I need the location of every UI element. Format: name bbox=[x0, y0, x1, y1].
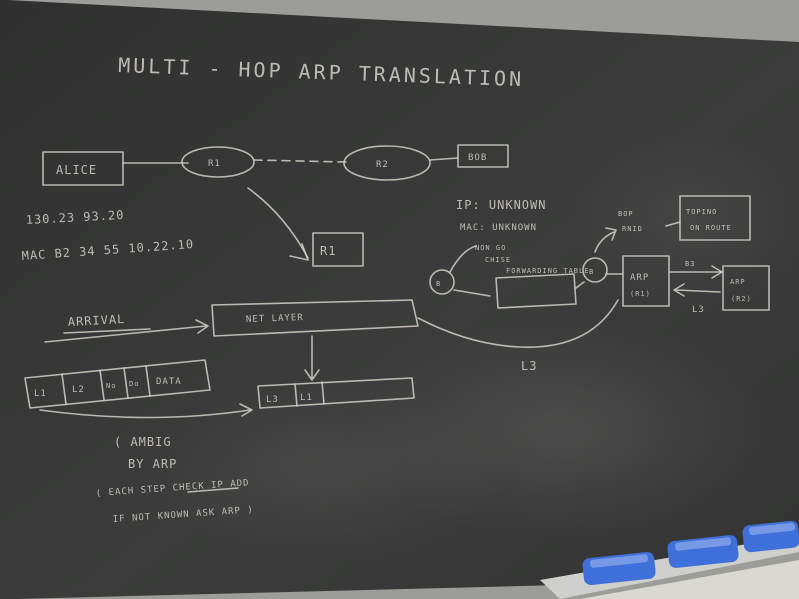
svg-text:NET LAYER: NET LAYER bbox=[246, 313, 304, 325]
alice-ip: 130.23 93.20 bbox=[25, 208, 124, 227]
r1-box: R1 bbox=[312, 232, 364, 267]
svg-text:R1: R1 bbox=[320, 244, 336, 258]
svg-text:L1: L1 bbox=[300, 393, 313, 403]
svg-text:L1: L1 bbox=[34, 389, 47, 399]
svg-text:TOPINO: TOPINO bbox=[686, 208, 717, 216]
svg-text:L2: L2 bbox=[72, 385, 85, 395]
arrival-label: ARRIVAL bbox=[67, 312, 125, 329]
svg-text:ARP: ARP bbox=[730, 278, 746, 286]
mac-unknown: MAC: UNKNOWN bbox=[460, 223, 537, 233]
svg-text:B: B bbox=[436, 280, 441, 288]
l3-curve-label: L3 bbox=[521, 359, 537, 373]
svg-text:(R1): (R1) bbox=[630, 290, 651, 298]
net-layer-box: NET LAYER bbox=[211, 299, 419, 337]
svg-text:ARP: ARP bbox=[630, 273, 649, 283]
svg-text:L3: L3 bbox=[266, 395, 279, 405]
topino-box: TOPINO ON ROUTE bbox=[679, 195, 751, 241]
svg-text:B: B bbox=[589, 268, 594, 276]
buffer-b-left: B bbox=[429, 269, 455, 295]
node-alice: ALICE bbox=[42, 151, 124, 186]
arp-r2-box: ARP (R2) bbox=[722, 265, 770, 311]
ip-unknown: IP: UNKNOWN bbox=[456, 198, 546, 212]
l3-right-label: L3 bbox=[692, 305, 705, 315]
arp-r1-box: ARP (R1) bbox=[622, 255, 670, 307]
svg-text:(R2): (R2) bbox=[731, 295, 752, 303]
svg-text:ALICE: ALICE bbox=[56, 163, 97, 177]
svg-text:DATA: DATA bbox=[156, 377, 182, 387]
non-go-label: NON GO bbox=[475, 244, 506, 252]
svg-text:BOB: BOB bbox=[468, 153, 487, 163]
svg-text:( AMBIG: ( AMBIG bbox=[114, 435, 172, 449]
svg-text:FORWARDING TABLE: FORWARDING TABLE bbox=[506, 267, 589, 275]
buffer-b-right: B bbox=[582, 257, 608, 283]
svg-text:R2: R2 bbox=[376, 160, 389, 170]
node-r2: R2 bbox=[343, 145, 431, 181]
rnid-label: RNID bbox=[622, 225, 643, 233]
node-r1: R1 bbox=[181, 146, 255, 178]
frame-packet: L1 L2 No Do DATA bbox=[24, 359, 211, 409]
svg-text:R1: R1 bbox=[208, 159, 221, 169]
eraser-icon[interactable] bbox=[742, 520, 799, 553]
svg-text:ON ROUTE: ON ROUTE bbox=[690, 224, 732, 232]
svg-text:Do: Do bbox=[129, 380, 139, 388]
eraser-icon[interactable] bbox=[667, 534, 739, 568]
svg-text:No: No bbox=[106, 382, 116, 390]
forwarding-table-box: FORWARDING TABLE bbox=[495, 267, 589, 309]
chisee-label: CHISE bbox=[485, 256, 511, 264]
b3-label: B3 bbox=[685, 260, 695, 268]
svg-text:BY ARP: BY ARP bbox=[128, 457, 177, 471]
node-bob: BOB bbox=[457, 144, 509, 168]
l3-l1-packet: L3 L1 bbox=[257, 377, 415, 409]
bop-label: BOP bbox=[618, 210, 634, 218]
eraser-icon[interactable] bbox=[582, 551, 656, 585]
